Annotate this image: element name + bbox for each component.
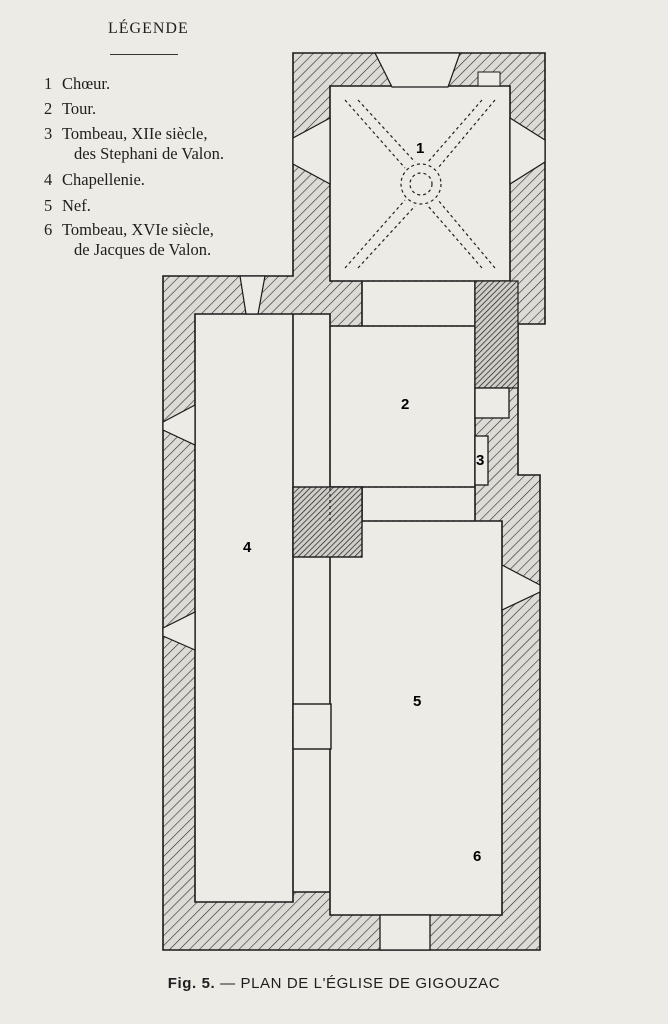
legend-item-6-continuation: de Jacques de Valon. <box>74 240 212 259</box>
legend-item-text: Tombeau, XVIe siècle, <box>62 220 214 239</box>
legend-item-text: Chapellenie. <box>62 170 145 189</box>
plan-label-5: 5 <box>413 693 421 710</box>
figure-caption: Fig. 5. — PLAN DE L'ÉGLISE DE GIGOUZAC <box>0 975 668 992</box>
figure-number: Fig. 5. <box>167 975 216 992</box>
choir-east-buttress <box>477 71 501 87</box>
legend-item-number: 3 <box>44 124 53 143</box>
legend-item-3: 3 Tombeau, XIIe siècle, <box>44 124 207 144</box>
window-choir-north <box>292 116 331 186</box>
legend-item-1: 1 Chœur. <box>44 74 110 94</box>
plan-label-3: 3 <box>476 452 484 469</box>
legend-item-6: 6 Tombeau, XVIe siècle, <box>44 220 214 240</box>
legend-item-text: Tombeau, XIIe siècle, <box>62 124 208 143</box>
dotted-boundaries <box>292 280 475 892</box>
plan-label-1: 1 <box>416 140 424 157</box>
choir-vault-lines <box>344 99 496 269</box>
legend-item-text: Chœur. <box>62 74 111 93</box>
tower-pier <box>292 486 363 558</box>
chapel-pillar <box>292 703 332 750</box>
legend-item-5: 5 Nef. <box>44 196 91 216</box>
caption-dash: — <box>220 975 236 992</box>
window-choir-east <box>374 52 461 88</box>
legend-item-text: Tour. <box>62 99 97 118</box>
plan-label-6: 6 <box>473 848 481 865</box>
legend-item-3-continuation: des Stephani de Valon. <box>74 144 225 163</box>
legend-item-number: 1 <box>44 74 53 93</box>
legend-item-number: 4 <box>44 170 53 189</box>
window-chapel-east <box>239 275 266 315</box>
nave-west-door <box>379 914 431 951</box>
caption-title: PLAN DE L'ÉGLISE DE GIGOUZAC <box>240 975 501 992</box>
tower-east-wall <box>474 280 519 389</box>
tomb-3 <box>474 435 489 486</box>
plan-label-2: 2 <box>401 396 409 413</box>
window-chapel-north-2 <box>162 611 196 651</box>
window-chapel-north-1 <box>162 404 196 446</box>
legend-item-4: 4 Chapellenie. <box>44 170 145 190</box>
window-nave-south <box>501 564 541 611</box>
legend-item-number: 6 <box>44 220 53 239</box>
tomb-3-recess <box>474 387 510 419</box>
legend-title-rule <box>110 54 178 55</box>
legend-item-text: Nef. <box>62 196 91 215</box>
legend-item-2: 2 Tour. <box>44 99 96 119</box>
legend-title: LÉGENDE <box>108 20 189 37</box>
legend-item-number: 5 <box>44 196 53 215</box>
legend-item-number: 2 <box>44 99 53 118</box>
window-choir-south <box>509 116 546 186</box>
plan-label-4: 4 <box>243 539 252 556</box>
